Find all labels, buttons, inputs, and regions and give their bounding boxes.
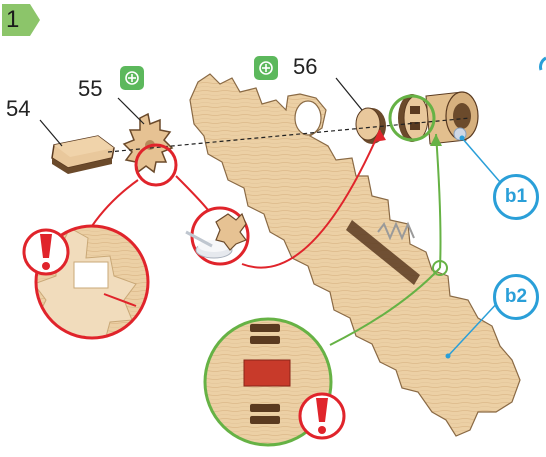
leader-55 [118, 98, 144, 124]
b1-pointer [462, 138, 500, 182]
warning-connector [92, 180, 138, 226]
part-56-label: 56 [293, 56, 317, 78]
glue-zoom-circle [186, 208, 248, 264]
rotate-icon [254, 56, 278, 80]
leader-56 [336, 78, 362, 110]
part-54-label: 54 [6, 98, 30, 120]
warning-icon [24, 230, 68, 274]
check-connector-1 [436, 134, 441, 268]
part-55-gear [124, 114, 172, 172]
callout-b1: b1 [493, 174, 539, 220]
part-55-label: 55 [78, 78, 102, 100]
rotate-icon [120, 66, 144, 90]
warning-icon [300, 394, 344, 438]
cropped-callout [541, 58, 546, 70]
step-badge-label-wrap: 1 [0, 0, 44, 40]
glue-connector-1 [176, 176, 208, 210]
callout-b2: b2 [493, 274, 539, 320]
leader-54 [40, 120, 62, 146]
part-54-shape [52, 136, 114, 174]
step-number: 1 [6, 6, 19, 34]
